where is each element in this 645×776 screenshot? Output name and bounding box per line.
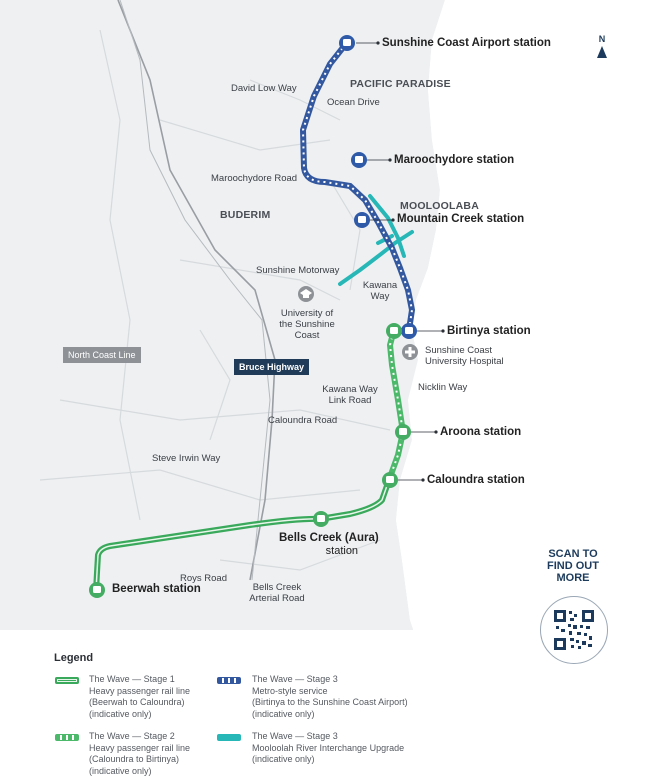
legend-swatch-stage1 (55, 677, 79, 684)
scan-line3: MORE (556, 572, 590, 584)
legend-stage3-metro-l3: (indicative only) (252, 708, 315, 719)
road-sunshine-motorway: Sunshine Motorway (256, 265, 340, 276)
legend-stage1-l1: Heavy passenger rail line (89, 685, 191, 696)
station-label-maroochydore: Maroochydore station (394, 154, 515, 166)
station-marker-bells-creek (313, 511, 329, 527)
station-label-bells-creek: Bells Creek (Aura) station (279, 532, 379, 558)
legend-stage1-l3: (indicative only) (89, 708, 152, 719)
road-bells-creek-arterial: Bells Creek Arterial Road (244, 582, 310, 604)
place-pacific-paradise: PACIFIC PARADISE (350, 78, 451, 90)
station-marker-airport (339, 35, 355, 51)
qr-code-icon (554, 610, 594, 650)
legend-stage2-name: The Wave — Stage 2 (89, 731, 175, 741)
station-marker-aroona (395, 424, 411, 440)
legend-stage2-l1: Heavy passenger rail line (89, 742, 191, 753)
legend-stage3-metro-name: The Wave — Stage 3 (252, 674, 338, 684)
poi-university: University of the Sunshine Coast (276, 308, 338, 341)
legend-item-stage3-interchange: The Wave — Stage 3 Mooloolah River Inter… (252, 731, 404, 766)
road-kawana-way-line1: Kawana (362, 280, 398, 291)
place-mooloolaba: MOOLOOLABA (400, 200, 479, 212)
legend-swatch-stage2 (55, 734, 79, 741)
station-marker-mountain-creek (354, 212, 370, 228)
poi-university-line1: University of (280, 308, 334, 319)
road-roys-road: Roys Road (180, 573, 227, 584)
station-marker-caloundra (382, 472, 398, 488)
station-marker-birtinya-metro (401, 323, 417, 339)
leader-dots (376, 41, 445, 482)
road-kawana-way-line2: Way (370, 291, 390, 302)
bruce-highway-line (117, 0, 276, 581)
road-kawana-link-line2: Link Road (328, 395, 372, 406)
legend-item-stage3-metro: The Wave — Stage 3 Metro-style service (… (252, 674, 408, 720)
ocean (396, 0, 645, 650)
scan-prompt: SCAN TO FIND OUT MORE (540, 548, 606, 584)
station-label-birtinya: Birtinya station (447, 325, 531, 337)
legend-swatch-stage3-metro (217, 677, 241, 684)
legend-stage1-l2: (Beerwah to Caloundra) (89, 697, 185, 707)
qr-code[interactable] (540, 596, 608, 664)
station-label-beerwah: Beerwah station (112, 583, 201, 595)
road-maroochydore-road: Maroochydore Road (211, 173, 298, 184)
station-label-airport: Sunshine Coast Airport station (382, 37, 551, 49)
legend-item-stage2: The Wave — Stage 2 Heavy passenger rail … (89, 731, 190, 776)
station-label-caloundra: Caloundra station (427, 474, 525, 486)
road-kawana-link-line1: Kawana Way (322, 384, 378, 395)
poi-university-line2: the Sunshine (279, 319, 335, 330)
road-ocean-drive: Ocean Drive (327, 97, 380, 108)
scan-line2: FIND OUT (547, 560, 599, 572)
station-leaders (356, 42, 443, 481)
legend-stage3-metro-l1: Metro-style service (252, 685, 328, 696)
station-marker-maroochydore (351, 152, 367, 168)
road-steve-irwin-way: Steve Irwin Way (152, 453, 221, 464)
poi-hospital: Sunshine Coast University Hospital (425, 345, 504, 367)
land-area (0, 0, 445, 650)
stage2-line-dots (388, 329, 405, 481)
legend-stage3-interchange-l2: (indicative only) (252, 754, 315, 764)
north-label: N (598, 34, 606, 44)
station-label-mountain-creek: Mountain Creek station (397, 213, 525, 225)
legend-stage3-interchange-name: The Wave — Stage 3 (252, 731, 338, 741)
north-coast-line-badge: North Coast Line (63, 347, 141, 363)
legend-stage3-interchange-l1: Mooloolah River Interchange Upgrade (252, 742, 405, 753)
north-coast-line (119, 0, 271, 581)
poi-hospital-line1: Sunshine Coast (425, 345, 493, 356)
scan-line1: SCAN TO (548, 548, 598, 560)
road-kawana-way: Kawana Way (362, 280, 398, 302)
road-kawana-link: Kawana Way Link Road (320, 384, 380, 406)
place-buderim: BUDERIM (220, 209, 271, 221)
university-icon (298, 286, 314, 302)
legend-stage3-metro-l2: (Birtinya to the Sunshine Coast Airport) (252, 697, 408, 707)
legend-background (0, 630, 645, 776)
poi-hospital-line2: University Hospital (425, 356, 504, 367)
station-marker-birtinya-rail (386, 323, 402, 339)
stage3-line-dots (301, 44, 414, 331)
road-nicklin-way: Nicklin Way (418, 382, 468, 393)
station-label-bells-creek-line2: station (325, 545, 359, 557)
road-caloundra-road: Caloundra Road (268, 415, 338, 426)
legend-stage1-name: The Wave — Stage 1 (89, 674, 175, 684)
station-marker-beerwah (89, 582, 105, 598)
road-bells-creek-arterial-line1: Bells Creek (252, 582, 302, 593)
poi-university-line3: Coast (294, 330, 320, 341)
legend-swatch-stage3-interchange (217, 734, 241, 741)
road-david-low-way: David Low Way (231, 83, 297, 94)
north-arrow-icon (597, 46, 607, 58)
legend-title: Legend (54, 652, 94, 664)
stage1-line-inner (95, 479, 390, 591)
legend-stage2-l3: (indicative only) (89, 765, 152, 776)
hospital-icon (402, 344, 418, 360)
bruce-highway-badge: Bruce Highway (234, 359, 310, 375)
legend-stage2-l2: (Caloundra to Birtinya) (89, 754, 180, 764)
station-label-bells-creek-line1: Bells Creek (Aura) (279, 532, 379, 544)
road-bells-creek-arterial-line2: Arterial Road (249, 593, 305, 604)
legend-item-stage1: The Wave — Stage 1 Heavy passenger rail … (89, 674, 190, 720)
station-label-aroona: Aroona station (440, 426, 522, 438)
north-arrow: N (594, 34, 610, 58)
